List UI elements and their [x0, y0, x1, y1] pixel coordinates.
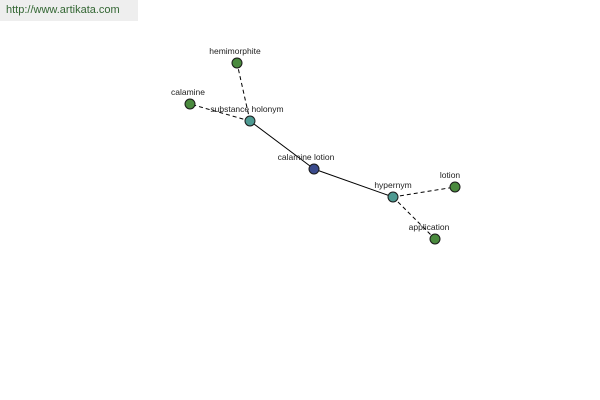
edge-calamine-lotion-substance-holonym	[249, 120, 315, 170]
node-calamine-lotion[interactable]	[308, 163, 320, 175]
label-hypernym[interactable]: hypernym	[374, 180, 411, 190]
edge-calamine-lotion-hypernym	[313, 168, 394, 198]
label-calamine[interactable]: calamine	[171, 87, 205, 97]
label-substance-holonym[interactable]: substance holonym	[210, 104, 283, 114]
node-calamine[interactable]	[184, 98, 196, 110]
node-hypernym[interactable]	[387, 191, 399, 203]
label-lotion[interactable]: lotion	[440, 170, 461, 180]
label-calamine-lotion[interactable]: calamine lotion	[278, 152, 335, 162]
label-hemimorphite[interactable]: hemimorphite	[209, 46, 261, 56]
node-application[interactable]	[429, 233, 441, 245]
graph-edges	[189, 62, 456, 240]
node-hemimorphite[interactable]	[231, 57, 243, 69]
url-banner: http://www.artikata.com	[0, 0, 138, 21]
label-application[interactable]: application	[409, 222, 450, 232]
graph-labels: hemimorphite calamine substance holonym cal…	[171, 46, 460, 232]
graph-nodes	[184, 57, 461, 245]
edge-hypernym-application	[392, 196, 436, 240]
edge-hypernym-lotion	[392, 186, 456, 198]
node-substance-holonym[interactable]	[244, 115, 256, 127]
url-link[interactable]: http://www.artikata.com	[6, 4, 120, 16]
node-lotion[interactable]	[449, 181, 461, 193]
edge-substance-holonym-calamine	[189, 103, 251, 122]
edge-substance-holonym-hemimorphite	[236, 62, 251, 122]
